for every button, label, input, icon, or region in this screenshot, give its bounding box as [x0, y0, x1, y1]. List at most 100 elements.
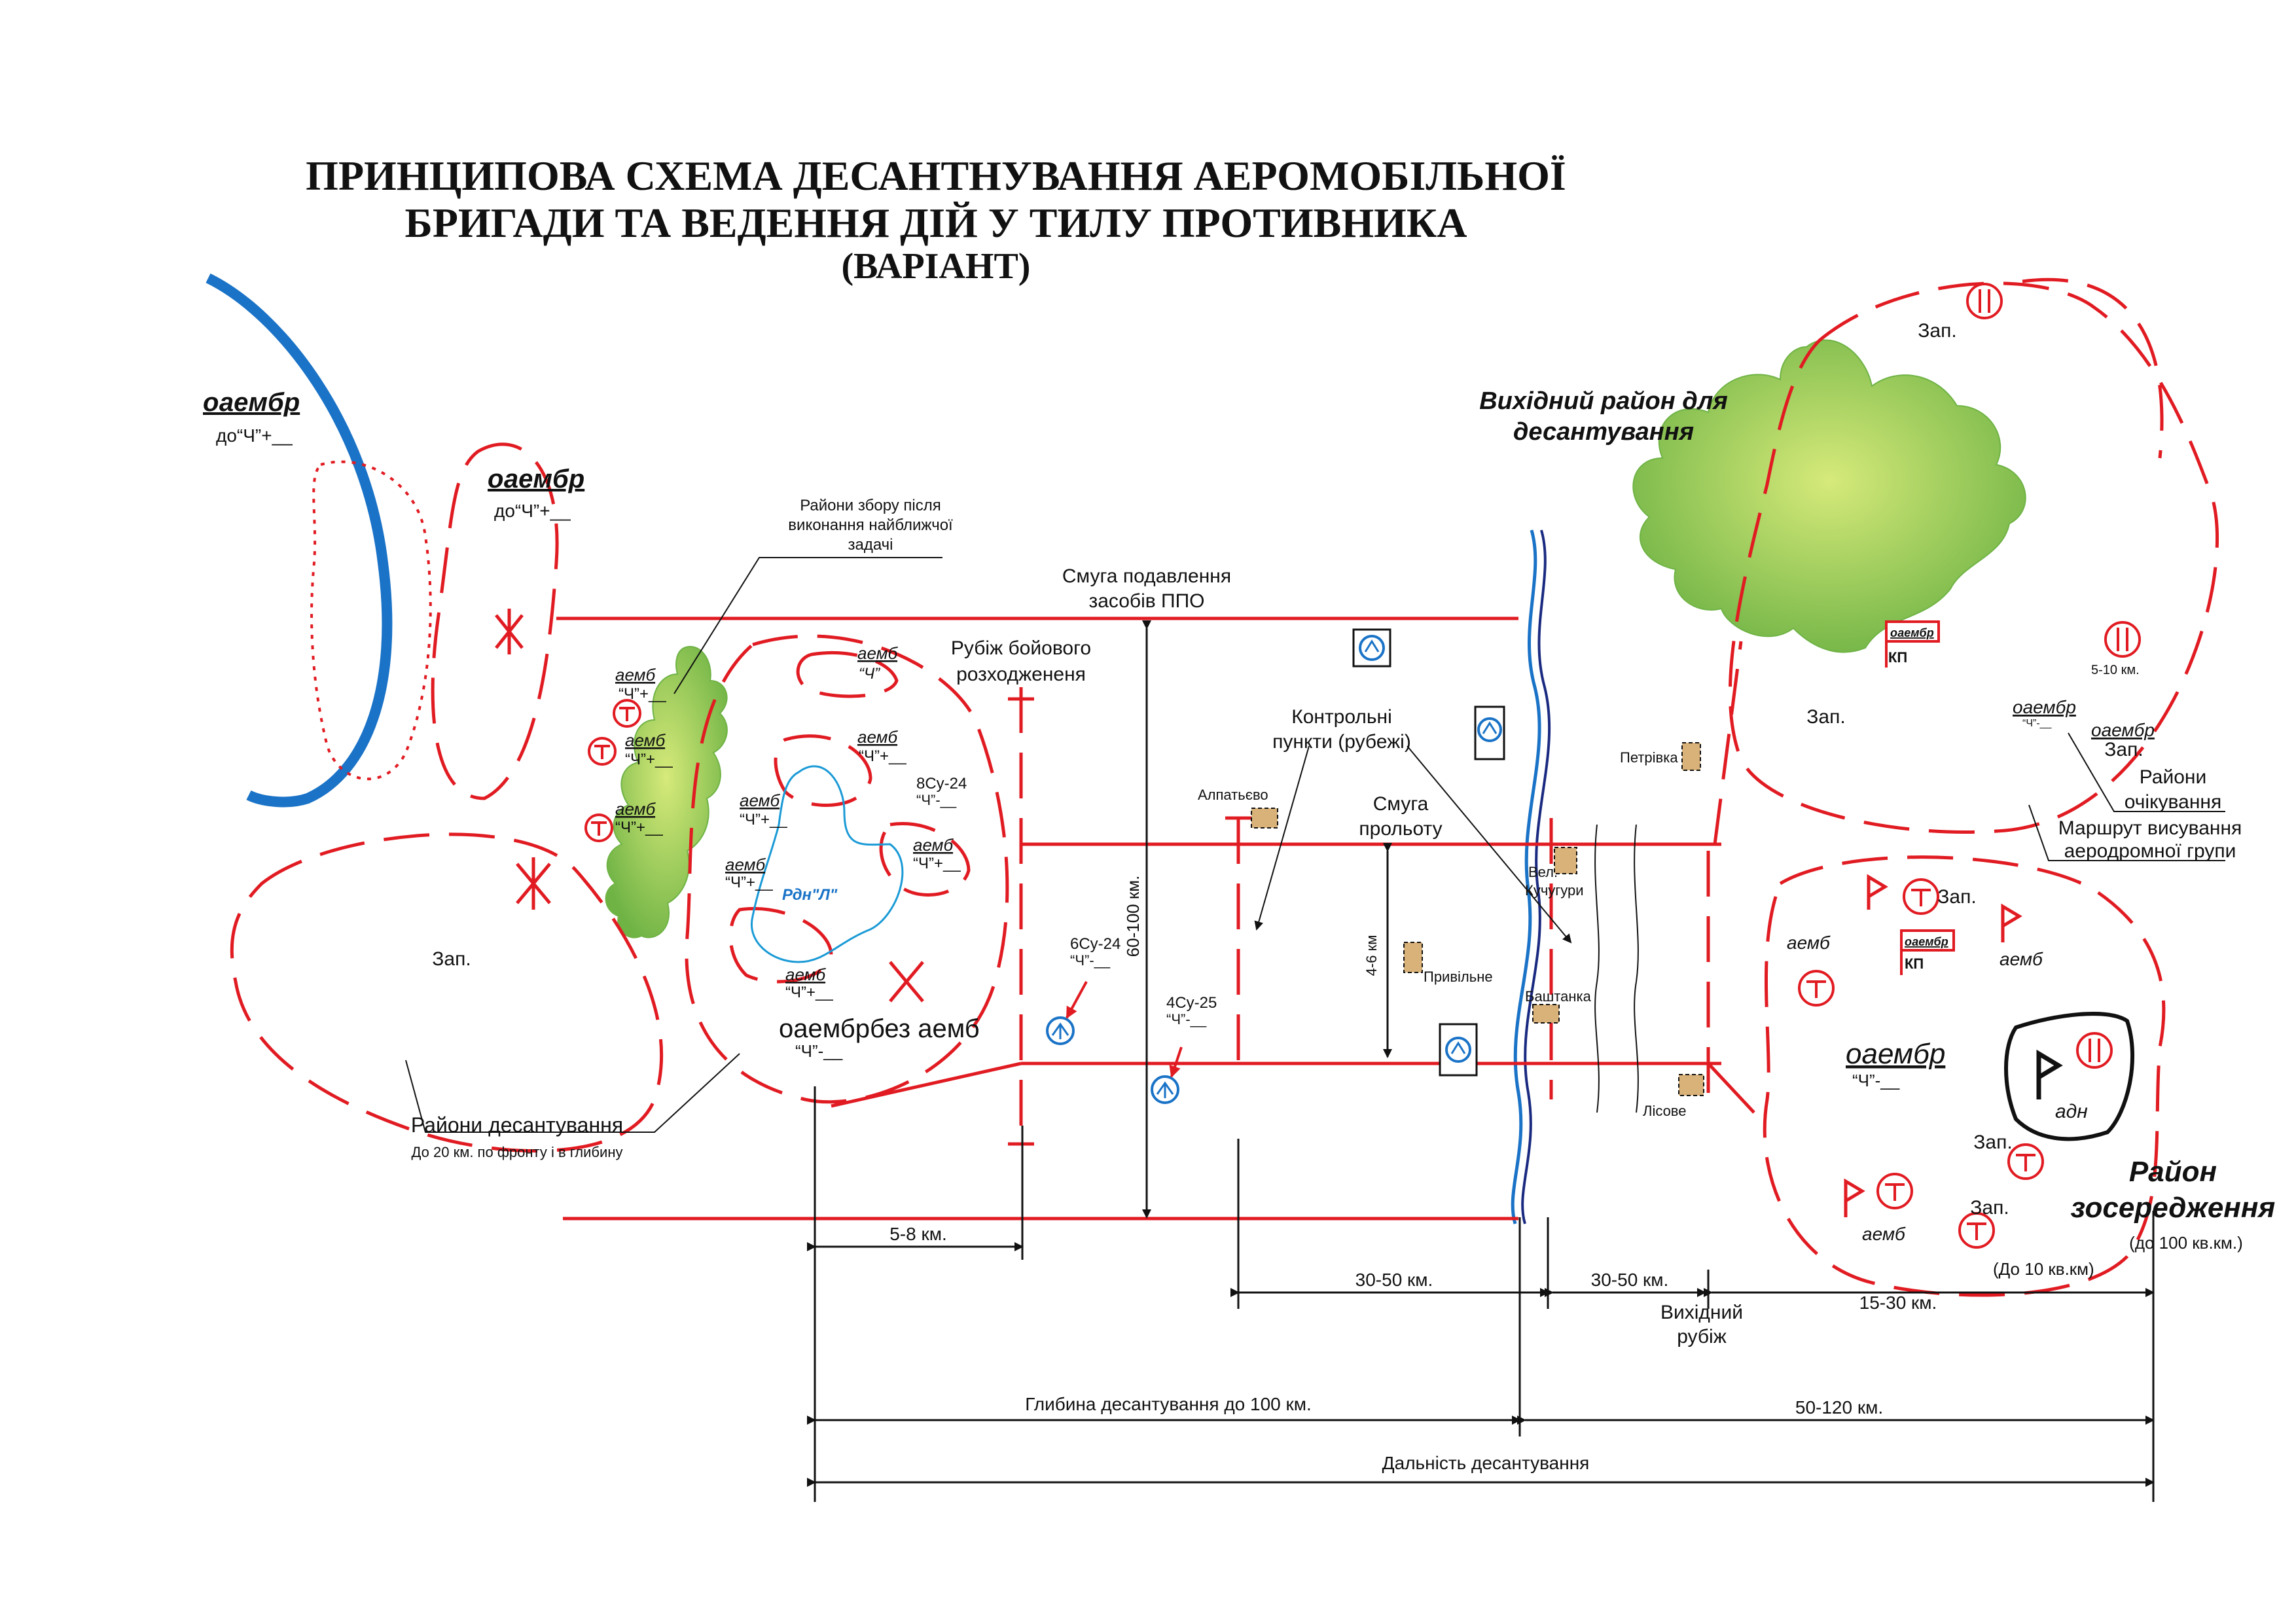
oaembr-bez-label: оаембрбез аемб — [779, 1014, 980, 1043]
flag-icon-3 — [1844, 1178, 1865, 1217]
route-arrow-1 — [1066, 981, 1088, 1019]
marshrut-line-1: Маршрут висування — [2058, 817, 2242, 839]
dim-30-50-a-label: 30-50 км. — [1355, 1270, 1433, 1290]
su24-8-label: 8Су-24 — [916, 775, 967, 793]
do-10: (До 10 кв.км) — [1993, 1259, 2094, 1279]
drop-zone-center — [685, 634, 1009, 1104]
smuga-line-2: прольоту — [1359, 818, 1442, 840]
place-vel: Вел. — [1528, 864, 1558, 880]
river-middle-2 — [1521, 529, 1551, 1224]
place-alpatevo: Алпатьєво — [1198, 787, 1268, 803]
settlement-icon-alpatevo — [1251, 808, 1278, 829]
leader-kontrol — [1254, 745, 1310, 931]
su24-8-time: “Ч”-__ — [916, 792, 957, 808]
adn-area — [2004, 1012, 2135, 1141]
zap-label-5: Зап. — [1973, 1132, 2012, 1153]
kontrol-line-2: пункти (рубежі) — [1272, 731, 1411, 753]
oaembr-bez-time: “Ч”-__ — [795, 1041, 843, 1061]
su25-4-time: “Ч”-__ — [1166, 1011, 1207, 1027]
title-line-2: БРИГАДИ ТА ВЕДЕННЯ ДІЙ У ТИЛУ ПРОТИВНИКА — [405, 200, 1467, 246]
settlement-icon-pryvilne — [1403, 942, 1423, 973]
vykhidnyi-rubizh-2: рубіж — [1677, 1326, 1727, 1347]
aemb-center-2-time: “Ч”+__ — [859, 747, 906, 765]
title-line-3: (ВАРІАНТ) — [842, 246, 1031, 287]
zbir-line-3: задачі — [848, 536, 893, 554]
marshrut-line-2: аеродромної групи — [2064, 840, 2236, 862]
zap-label-2: Зап. — [1918, 320, 1956, 342]
title-line-1: ПРИНЦИПОВА СХЕМА ДЕСАНТНУВАННЯ АЕРОМОБІЛ… — [306, 152, 1566, 199]
oaembr-kp-2: оаембр — [1905, 935, 1948, 948]
dim-30-50-b-label: 30-50 км. — [1591, 1270, 1669, 1290]
range-4-6: 4-6 км — [1363, 935, 1380, 976]
vykhidnyi-raion-1: Вихідний район для — [1479, 387, 1728, 415]
aemb-center-1: аемб — [857, 643, 898, 663]
oaembr-kp-1: оаембр — [1890, 626, 1934, 639]
leader-kontrol-2 — [1407, 745, 1572, 944]
river-left — [206, 273, 393, 808]
vykhidnyi-rubizh-1: Вихідний — [1660, 1302, 1743, 1323]
assembly-area — [1763, 855, 2166, 1297]
river-middle-1 — [1511, 529, 1541, 1224]
break-line-1 — [1594, 824, 1600, 1113]
dim-5-8-label: 5-8 км. — [889, 1224, 947, 1244]
unit-circle-icon-1 — [1966, 283, 2003, 319]
su25-4-label: 4Су-25 — [1166, 994, 1217, 1012]
flag-icon-2 — [2001, 903, 2022, 942]
settlement-icon-bashtanka — [1532, 1004, 1560, 1024]
route-arrow-2 — [1169, 1046, 1183, 1078]
su24-6-label: 6Су-24 — [1070, 935, 1121, 953]
aircraft-icon-5 — [1439, 1023, 1478, 1077]
settlement-icon-petrivka — [1681, 742, 1701, 771]
aemb-left-2: аемб — [625, 730, 666, 750]
raiony-desant: Райони десантування — [411, 1113, 623, 1137]
flag-icon-adn — [2036, 1049, 2063, 1099]
break-line-2 — [1634, 824, 1639, 1113]
zoser-area: (до 100 кв.км.) — [2129, 1233, 2243, 1253]
leader-marshrut — [2028, 804, 2225, 861]
aemb-center-3-time: “Ч”+__ — [740, 811, 787, 829]
oaembr-label-1: оаембр — [203, 388, 300, 417]
leader-zbir — [673, 557, 942, 694]
oaembr-right-small-1-time: “Ч”-__ — [2022, 718, 2053, 729]
dim-distance-label: Дальність десантування — [1382, 1453, 1590, 1473]
aemb-center-4: аемб — [725, 855, 766, 874]
zap-label-7: Зап. — [2104, 739, 2143, 760]
aemb-center-6: аемб — [913, 835, 954, 855]
aemb-left-3: аемб — [615, 799, 656, 819]
aircraft-icon-2 — [1151, 1075, 1179, 1104]
command-post-1 — [1885, 620, 1940, 668]
rdn-area — [751, 765, 904, 963]
forest-left — [605, 646, 728, 938]
zoser-line-1: Район — [2129, 1156, 2217, 1188]
aemb-right-3: аемб — [1862, 1224, 1906, 1244]
t-symbol-icon-4 — [1876, 1173, 1913, 1209]
aemb-center-2: аемб — [857, 727, 898, 747]
ppo-line-2: засобів ППО — [1088, 590, 1204, 612]
rdn-label: Рдн"Л" — [782, 886, 838, 904]
settlement-icon-lisove — [1678, 1074, 1704, 1096]
aemb-left-1: аемб — [615, 665, 656, 685]
t-symbol-icon-6 — [613, 699, 641, 728]
place-bashtanka: Баштанка — [1525, 988, 1592, 1005]
aemb-center-5-time: “Ч”+__ — [785, 984, 833, 1001]
dim-15-30-label: 15-30 км. — [1859, 1293, 1937, 1313]
aemb-left-2-time: “Ч”+__ — [625, 751, 673, 768]
aemb-center-1-time: “Ч” — [859, 665, 880, 683]
aemb-left-3-time: “Ч”+__ — [615, 819, 663, 836]
aemb-left-1-time: “Ч”+__ — [619, 685, 666, 703]
dim-depth-label: Глибина десантування до 100 км. — [1025, 1394, 1312, 1414]
x-mark-1 — [495, 609, 524, 654]
aemb-right-2: аемб — [2000, 949, 2043, 969]
leader-ochik — [2068, 732, 2225, 812]
oaembr-right-small-2: оаембр — [2091, 720, 2155, 740]
oaembr-label-2: оаембр — [488, 465, 584, 493]
kp-label-2: КП — [1905, 955, 1924, 972]
x-mark-2 — [516, 857, 551, 910]
oaembr-right-big-time: “Ч”-__ — [1852, 1071, 1900, 1090]
unit-circle-icon-3 — [2076, 1032, 2113, 1069]
aemb-center-4-time: “Ч”+__ — [725, 874, 773, 891]
kontrol-line-1: Контрольні — [1291, 706, 1392, 728]
place-pryvilne: Привільне — [1424, 969, 1493, 985]
oaembr-right-big: оаембр — [1846, 1038, 1945, 1070]
staging-area-right-big — [1728, 281, 2219, 834]
